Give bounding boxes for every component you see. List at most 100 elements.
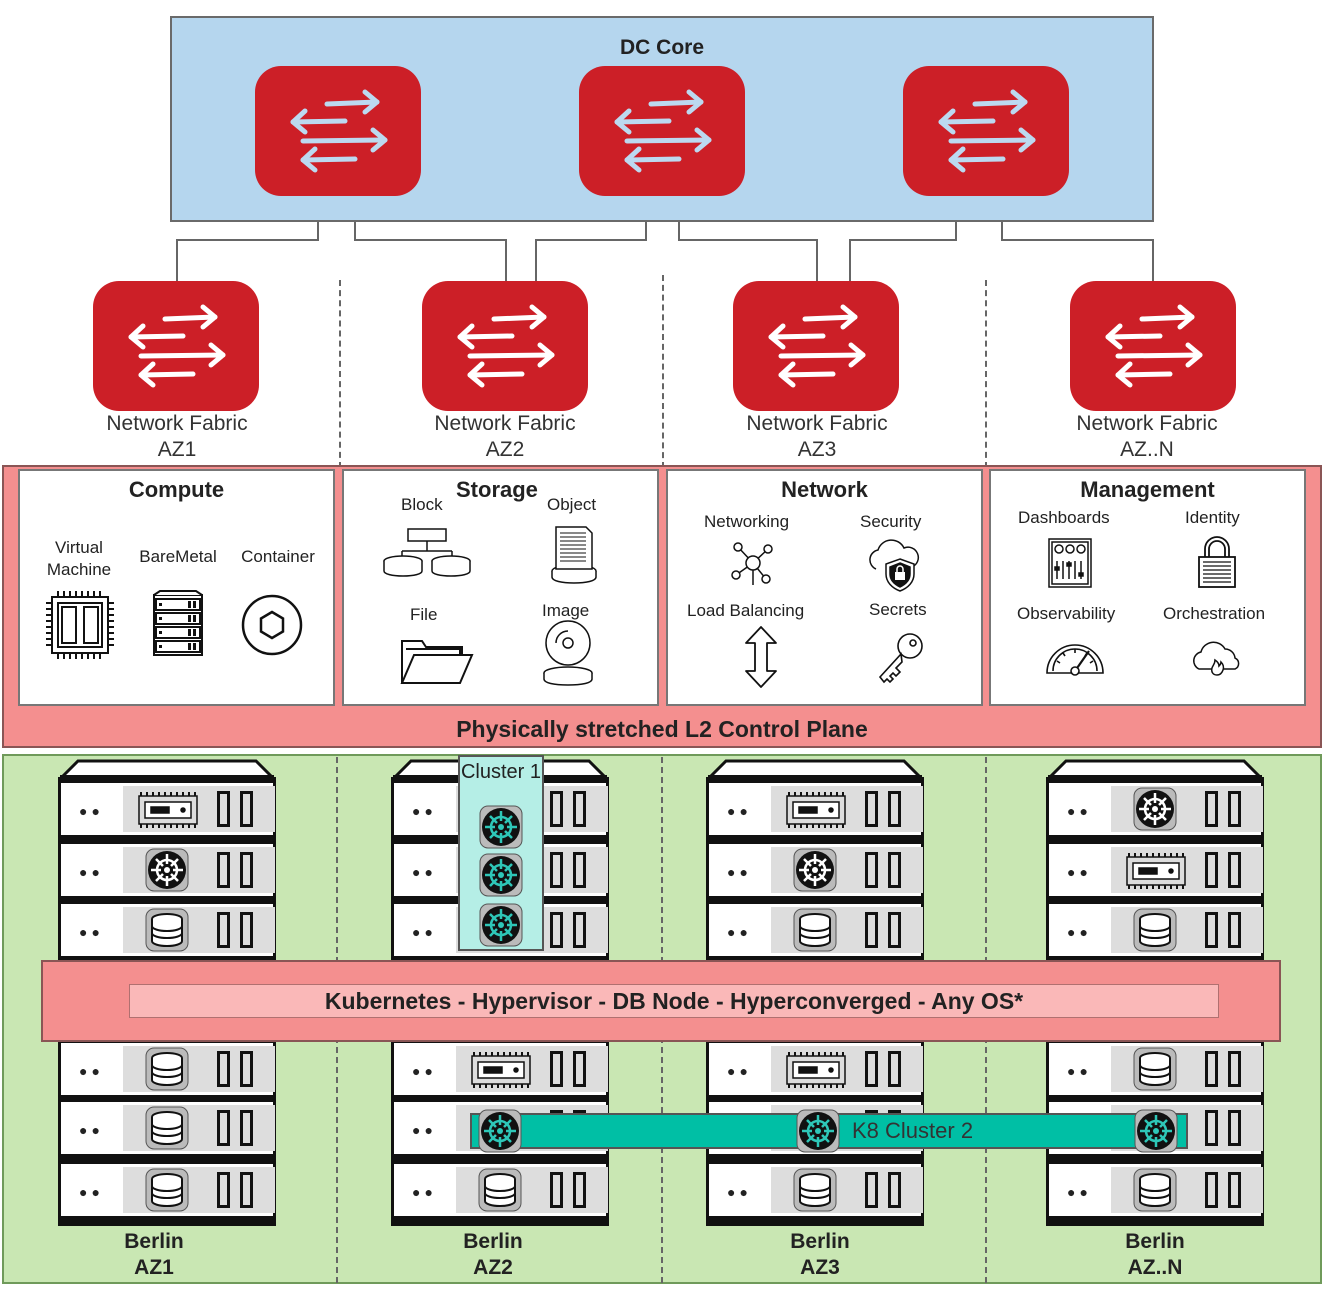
database-icon xyxy=(793,1168,837,1217)
server-unit[interactable]: ●● xyxy=(391,1040,609,1098)
database-icon xyxy=(478,1168,522,1217)
server-unit[interactable]: ●● xyxy=(706,841,924,899)
fabric-switch-az3[interactable] xyxy=(733,281,899,411)
site-city: Berlin xyxy=(790,1230,850,1253)
storage-title: Storage xyxy=(456,477,538,502)
server-unit[interactable]: ●● xyxy=(58,901,276,959)
led-indicators: ●● xyxy=(727,924,752,940)
led-indicators: ●● xyxy=(412,1184,437,1200)
server-unit[interactable]: ●● xyxy=(391,1161,609,1219)
server-unit[interactable]: ●● xyxy=(1046,901,1264,959)
drive-bays xyxy=(1205,1172,1247,1210)
workload-band-label: Kubernetes - Hypervisor - DB Node - Hype… xyxy=(129,984,1219,1018)
vm-label: Virtual Machine xyxy=(46,538,112,579)
fabric-label-line1: Network Fabric xyxy=(106,412,248,435)
dashboards-label: Dashboards xyxy=(1018,508,1110,527)
baremetal-label: BareMetal xyxy=(139,547,217,566)
load-balancing-label: Load Balancing xyxy=(687,601,805,620)
core-switch-3[interactable] xyxy=(903,66,1069,196)
server-unit[interactable]: ●● xyxy=(58,780,276,838)
fabric-label-line1: Network Fabric xyxy=(746,412,888,435)
object-storage-icon xyxy=(551,526,597,584)
site-az: AZ3 xyxy=(800,1256,840,1279)
switch-arrows-icon xyxy=(938,89,1036,173)
image-disk-icon xyxy=(543,620,593,686)
site-city: Berlin xyxy=(124,1230,184,1253)
server-unit[interactable]: ●● xyxy=(58,1099,276,1157)
led-indicators: ●● xyxy=(79,1063,104,1079)
switch-arrows-icon xyxy=(290,89,388,173)
drive-bays xyxy=(217,1051,259,1089)
database-icon xyxy=(1133,1168,1177,1217)
block-label: Block xyxy=(401,495,443,514)
orchestration-cloud-icon xyxy=(1193,641,1240,676)
hypervisor-chip-icon xyxy=(135,790,201,835)
container-icon xyxy=(241,594,303,656)
network-title: Network xyxy=(781,477,868,502)
observability-gauge-icon xyxy=(1046,644,1104,676)
core-switch-2[interactable] xyxy=(579,66,745,196)
server-unit[interactable]: ●● xyxy=(58,1040,276,1098)
control-plane-label: Physically stretched L2 Control Plane xyxy=(456,716,868,742)
baremetal-server-icon xyxy=(153,590,203,656)
az-separator-2 xyxy=(662,275,664,468)
drive-bays xyxy=(550,852,592,890)
server-unit[interactable]: ●● xyxy=(706,901,924,959)
database-icon xyxy=(145,1168,189,1217)
switch-arrows-icon xyxy=(1105,304,1203,388)
drive-bays xyxy=(550,1172,592,1210)
secrets-key-icon xyxy=(878,633,923,684)
server-unit[interactable]: ●● xyxy=(58,1161,276,1219)
led-indicators: ●● xyxy=(412,864,437,880)
server-unit[interactable]: ●● xyxy=(706,780,924,838)
observability-label: Observability xyxy=(1017,604,1116,623)
fabric-label-line2: AZ..N xyxy=(1120,438,1174,461)
led-indicators: ●● xyxy=(79,1122,104,1138)
server-unit[interactable]: ●● xyxy=(58,841,276,899)
server-unit[interactable]: ●● xyxy=(1046,1161,1264,1219)
drive-bays xyxy=(865,852,907,890)
kubernetes-icon xyxy=(793,848,837,897)
kubernetes-icon xyxy=(145,848,189,897)
networking-hub-icon xyxy=(731,542,773,585)
server-unit[interactable]: ●● xyxy=(1046,780,1264,838)
led-indicators: ●● xyxy=(1067,864,1092,880)
site-az: AZ2 xyxy=(473,1256,513,1279)
object-label: Object xyxy=(547,495,597,514)
server-unit[interactable]: ●● xyxy=(706,1161,924,1219)
kubernetes-icon xyxy=(1134,1109,1178,1158)
core-switch-1[interactable] xyxy=(255,66,421,196)
led-indicators: ●● xyxy=(1067,924,1092,940)
led-indicators: ●● xyxy=(727,864,752,880)
led-indicators: ●● xyxy=(412,1122,437,1138)
drive-bays xyxy=(217,852,259,890)
fabric-switch-az2[interactable] xyxy=(422,281,588,411)
kubernetes-icon xyxy=(1133,787,1177,836)
led-indicators: ●● xyxy=(1067,803,1092,819)
led-indicators: ●● xyxy=(1067,1063,1092,1079)
drive-bays xyxy=(865,791,907,829)
fabric-switch-azn[interactable] xyxy=(1070,281,1236,411)
fabric-switch-az1[interactable] xyxy=(93,281,259,411)
security-shield-icon xyxy=(869,539,920,592)
drive-bays xyxy=(217,912,259,950)
dc-core-title: DC Core xyxy=(619,36,704,59)
block-storage-icon xyxy=(383,528,471,577)
file-folder-icon xyxy=(400,640,474,684)
kubernetes-icon xyxy=(796,1109,840,1158)
kubernetes-icon xyxy=(479,853,523,902)
az-separator-3 xyxy=(985,280,987,468)
database-icon xyxy=(145,1106,189,1155)
server-unit[interactable]: ●● xyxy=(1046,841,1264,899)
server-unit[interactable]: ●● xyxy=(1046,1040,1264,1098)
drive-bays xyxy=(550,1051,592,1089)
drive-bays xyxy=(217,1172,259,1210)
database-icon xyxy=(1133,908,1177,957)
server-unit[interactable]: ●● xyxy=(706,1040,924,1098)
drive-bays xyxy=(1205,852,1247,890)
switch-arrows-icon xyxy=(614,89,712,173)
